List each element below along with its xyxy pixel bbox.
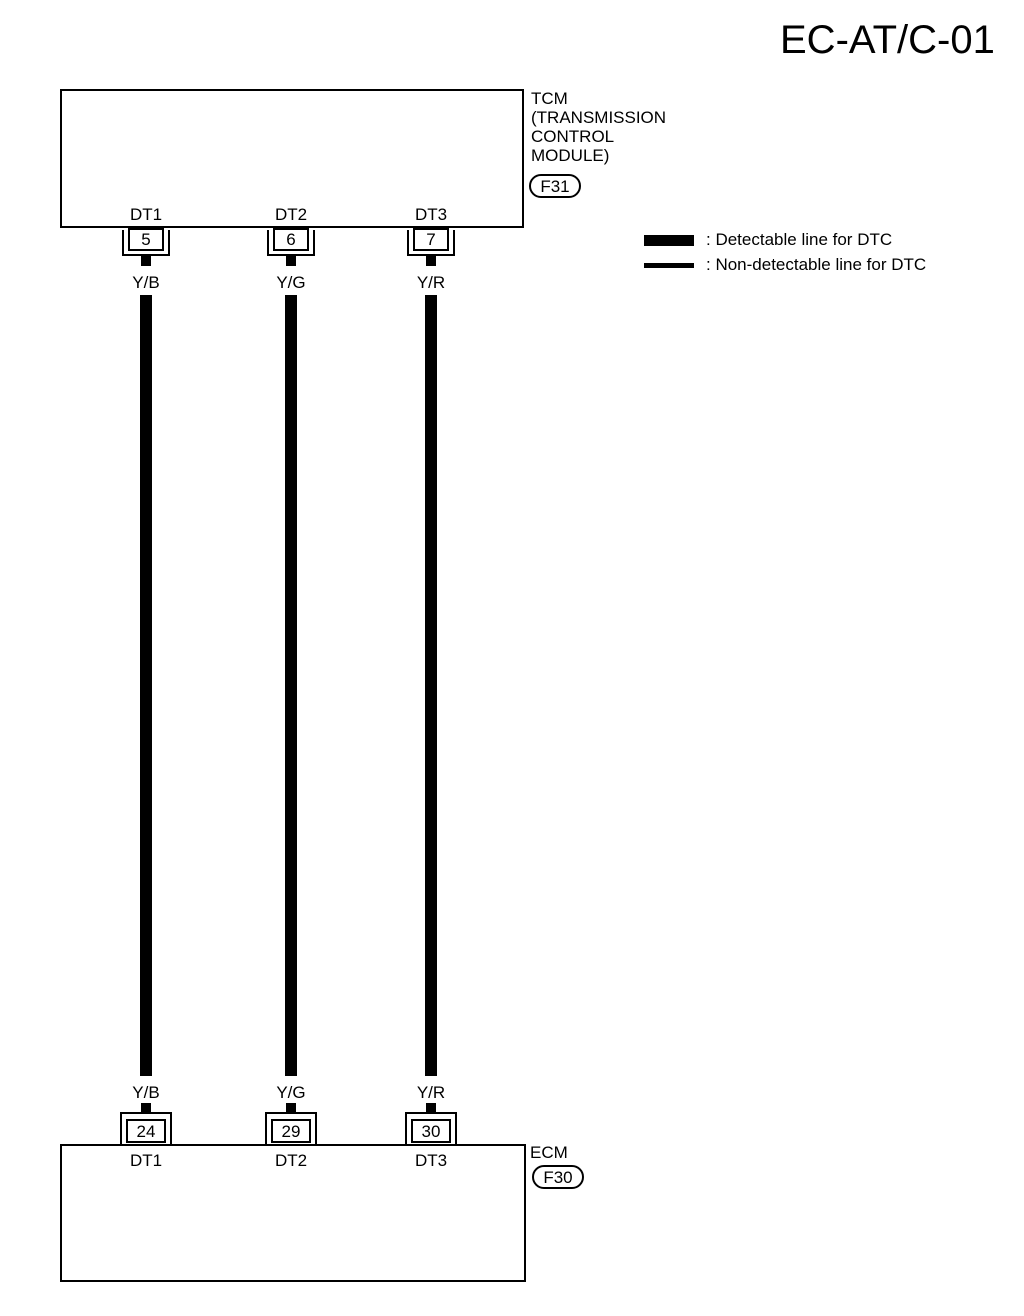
tcm-box (60, 89, 524, 228)
wire-dt2 (285, 295, 297, 1076)
tcm-name-line-1: TCM (531, 89, 568, 108)
legend-non-detectable-label: : Non-detectable line for DTC (706, 255, 926, 274)
ecm-connector-label: F30 (543, 1168, 572, 1187)
page-title: EC-AT/C-01 (780, 18, 995, 62)
ecm-stub-2 (286, 1103, 296, 1113)
legend-detectable-label: : Detectable line for DTC (706, 230, 892, 249)
tcm-pin-6: 6 (286, 230, 295, 249)
tcm-connector-badge (529, 174, 581, 198)
ecm-terminal-dt1: DT1 (130, 1151, 162, 1170)
tcm-name-line-2: (TRANSMISSION (531, 108, 666, 127)
tcm-stub-3 (426, 256, 436, 266)
wire-dt3 (425, 295, 437, 1076)
tcm-connector-2: 6 (267, 228, 315, 256)
ecm-connector-1: 24 (120, 1112, 172, 1144)
tcm-connector-3: 7 (407, 228, 455, 256)
tcm-stub-1 (141, 256, 151, 266)
tcm-name-line-4: MODULE) (531, 146, 609, 165)
ecm-pin-30: 30 (422, 1122, 441, 1141)
tcm-terminal-dt3: DT3 (415, 205, 447, 224)
ecm-stub-3 (426, 1103, 436, 1113)
ecm-connector-badge (532, 1165, 584, 1189)
wire-color-top-1: Y/B (132, 273, 159, 292)
wire-color-bottom-1: Y/B (132, 1083, 159, 1102)
ecm-connector-3: 30 (405, 1112, 457, 1144)
legend-detectable-swatch (644, 235, 694, 246)
wire-color-bottom-2: Y/G (276, 1083, 305, 1102)
ecm-pin-24: 24 (137, 1122, 156, 1141)
wire-color-top-3: Y/R (417, 273, 445, 292)
ecm-name: ECM (530, 1143, 568, 1162)
wire-dt1 (140, 295, 152, 1076)
tcm-connector-1: 5 (122, 228, 170, 256)
wire-color-bottom-3: Y/R (417, 1083, 445, 1102)
legend-non-detectable-swatch (644, 263, 694, 268)
ecm-pin-29: 29 (282, 1122, 301, 1141)
wire-color-top-2: Y/G (276, 273, 305, 292)
tcm-pin-7: 7 (426, 230, 435, 249)
tcm-name-line-3: CONTROL (531, 127, 614, 146)
ecm-stub-1 (141, 1103, 151, 1113)
tcm-terminal-dt1: DT1 (130, 205, 162, 224)
ecm-terminal-dt3: DT3 (415, 1151, 447, 1170)
tcm-stub-2 (286, 256, 296, 266)
tcm-pin-5: 5 (141, 230, 150, 249)
tcm-connector-label: F31 (540, 177, 569, 196)
ecm-terminal-dt2: DT2 (275, 1151, 307, 1170)
tcm-terminal-dt2: DT2 (275, 205, 307, 224)
ecm-box (60, 1144, 526, 1282)
ecm-connector-2: 29 (265, 1112, 317, 1144)
